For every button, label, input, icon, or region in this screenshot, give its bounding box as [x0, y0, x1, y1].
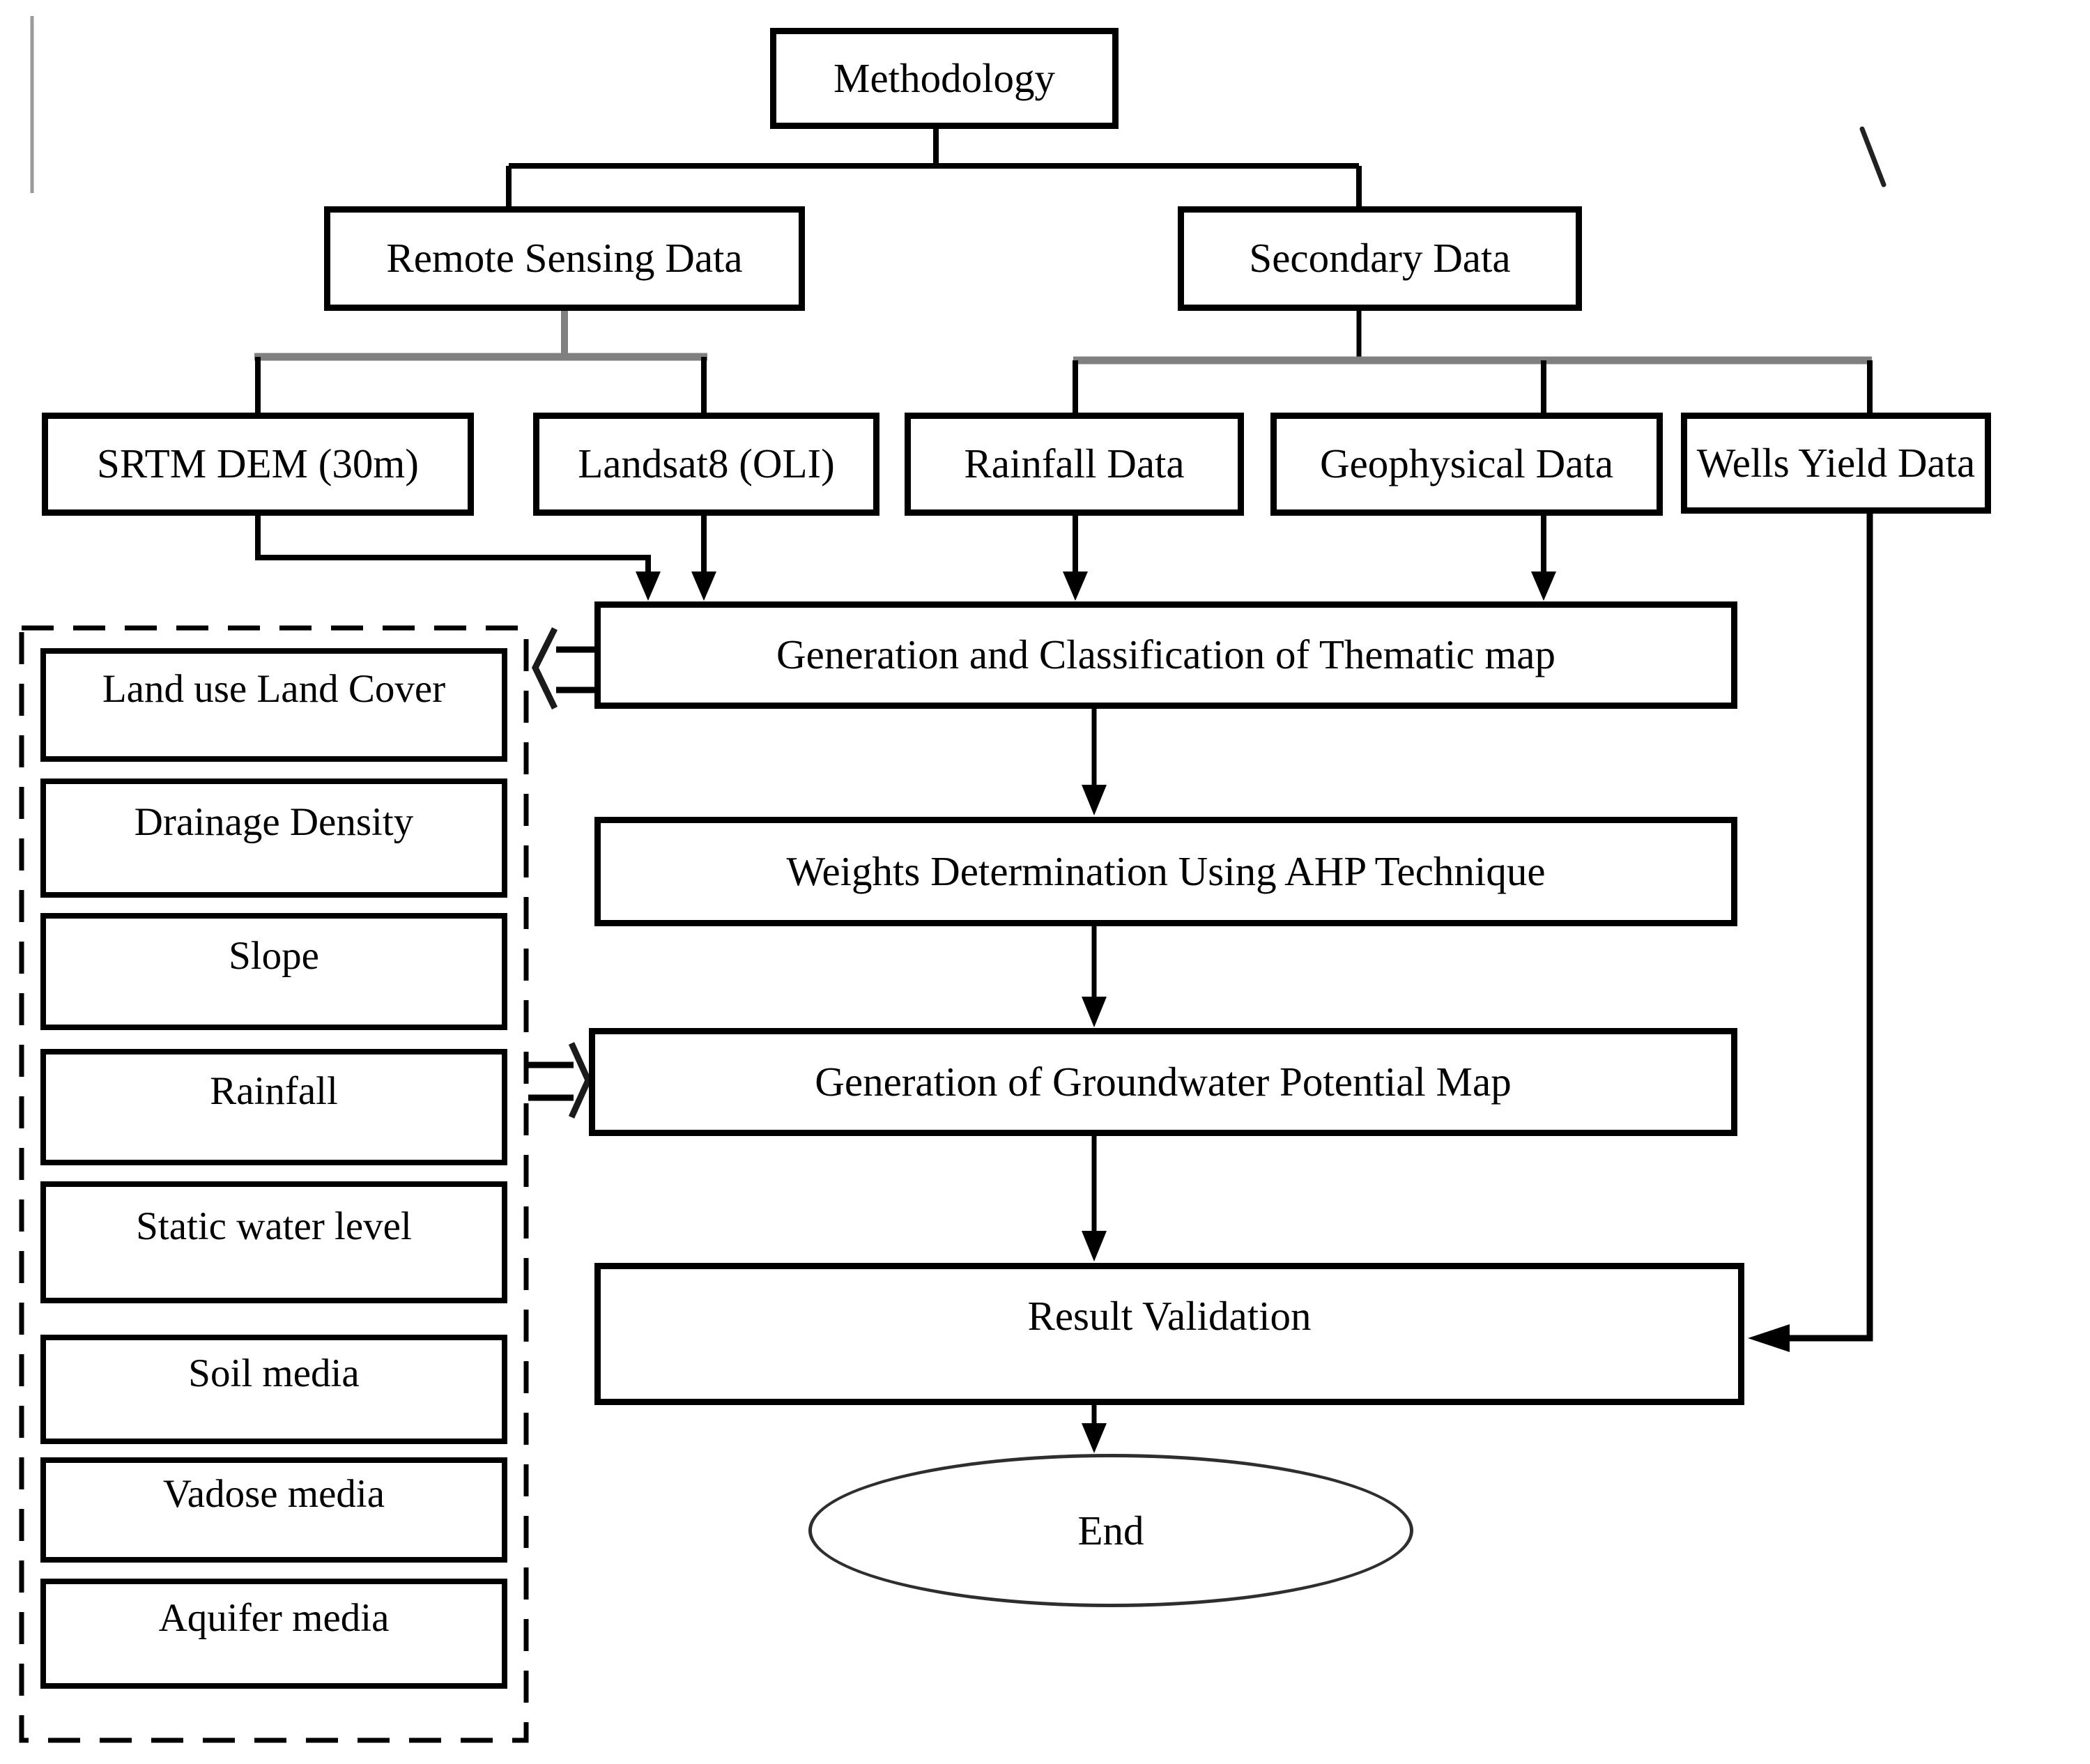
edge-srtm-to-thematic	[255, 516, 651, 576]
edge-wells-to-result	[1784, 514, 1873, 1342]
arrowhead-landsat	[691, 572, 716, 601]
panel-item-label: Drainage Density	[134, 800, 414, 844]
node-rainfall-data-label: Rainfall Data	[964, 440, 1185, 487]
arrowhead-geophysical	[1531, 572, 1556, 601]
panel-item-drainage-density: Drainage Density	[40, 779, 507, 898]
panel-item-label: Soil media	[188, 1351, 360, 1395]
node-result-label: Result Validation	[1027, 1293, 1312, 1340]
node-groundwater-label: Generation of Groundwater Potential Map	[815, 1058, 1512, 1105]
panel-item-label: Vadose media	[162, 1472, 385, 1516]
thematic-layers-panel: Land use Land Cover Drainage Density Slo…	[20, 626, 528, 1742]
node-srtm-label: SRTM DEM (30m)	[97, 440, 419, 487]
node-landsat8: Landsat8 (OLI)	[533, 413, 879, 516]
node-geophysical-data: Geophysical Data	[1270, 413, 1663, 516]
panel-item-label: Slope	[229, 933, 319, 978]
node-end-label: End	[1077, 1507, 1144, 1554]
panel-item-label: Land use Land Cover	[102, 667, 446, 711]
thematic-layers-panel-border	[19, 625, 529, 1743]
arrowhead-to-result	[1082, 1231, 1107, 1261]
panel-item-slope: Slope	[40, 913, 507, 1030]
node-thematic-label: Generation and Classification of Themati…	[776, 631, 1555, 678]
node-remote-sensing-label: Remote Sensing Data	[386, 235, 743, 282]
arrowhead-to-weights	[1082, 785, 1107, 815]
edge-panel-to-groundwater-lines	[528, 1061, 574, 1101]
node-geophysical-label: Geophysical Data	[1319, 440, 1614, 487]
node-thematic-map: Generation and Classification of Themati…	[594, 601, 1737, 709]
arrowhead-open-right	[568, 1042, 592, 1119]
node-secondary-data: Secondary Data	[1178, 206, 1582, 311]
panel-item-static-water-level: Static water level	[40, 1181, 507, 1303]
panel-item-land-use: Land use Land Cover	[40, 648, 507, 762]
panel-item-aquifer-media: Aquifer media	[40, 1579, 507, 1689]
node-result-validation: Result Validation	[594, 1263, 1744, 1405]
stray-backslash-mark	[1859, 126, 1887, 187]
node-methodology: Methodology	[770, 28, 1119, 129]
arrowhead-to-end	[1082, 1423, 1107, 1453]
arrowhead-wells-to-result	[1748, 1324, 1790, 1352]
node-rainfall-data: Rainfall Data	[905, 413, 1244, 516]
panel-item-soil-media: Soil media	[40, 1335, 507, 1444]
panel-item-label: Aquifer media	[158, 1595, 390, 1640]
panel-item-label: Static water level	[136, 1204, 412, 1248]
node-remote-sensing-data: Remote Sensing Data	[324, 206, 805, 311]
node-landsat-label: Landsat8 (OLI)	[578, 440, 835, 487]
node-wells-yield-data: Wells Yield Data	[1681, 413, 1991, 514]
node-secondary-label: Secondary Data	[1249, 235, 1511, 282]
node-wells-yield-label: Wells Yield Data	[1696, 439, 1976, 486]
arrowhead-srtm	[636, 572, 661, 601]
node-weights-ahp: Weights Determination Using AHP Techniqu…	[594, 817, 1737, 926]
arrowhead-open-left	[531, 627, 558, 710]
arrowhead-to-groundwater	[1082, 997, 1107, 1027]
panel-item-vadose-media: Vadose media	[40, 1457, 507, 1563]
edge-methodology-split	[506, 129, 1362, 206]
node-groundwater-potential-map: Generation of Groundwater Potential Map	[589, 1028, 1737, 1136]
node-srtm-dem: SRTM DEM (30m)	[42, 413, 474, 516]
panel-item-label: Rainfall	[210, 1069, 338, 1113]
node-end-terminator: End	[808, 1454, 1413, 1607]
node-weights-label: Weights Determination Using AHP Techniqu…	[786, 848, 1546, 894]
node-methodology-label: Methodology	[833, 54, 1055, 101]
edge-thematic-to-panel-lines	[556, 646, 594, 693]
arrowhead-rainfalldata	[1063, 572, 1088, 601]
panel-item-rainfall: Rainfall	[40, 1049, 507, 1165]
